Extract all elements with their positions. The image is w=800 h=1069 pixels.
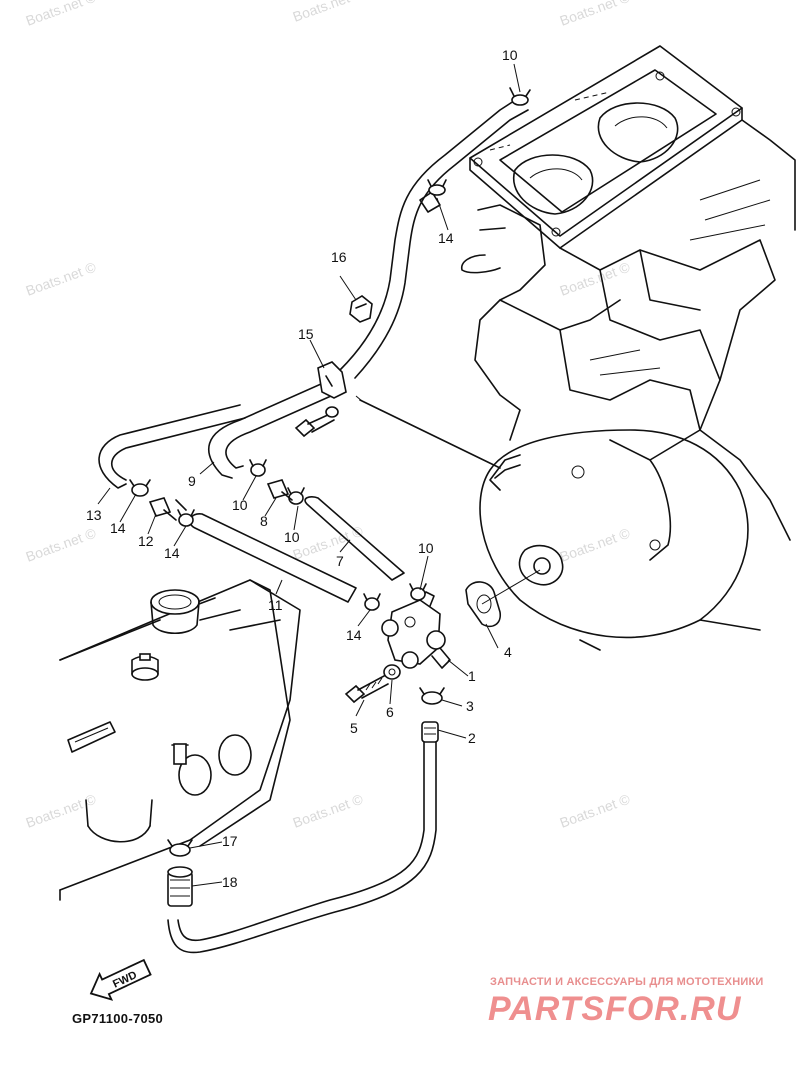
callout-7: 7	[336, 553, 344, 569]
callout-13: 13	[86, 507, 102, 523]
callout-5: 5	[350, 720, 358, 736]
callout-8: 8	[260, 513, 268, 529]
callout-10: 10	[232, 497, 248, 513]
callout-16: 16	[331, 249, 347, 265]
callout-10: 10	[284, 529, 300, 545]
watermark: Boats.net ©	[291, 790, 366, 830]
fuel-cock	[381, 591, 451, 669]
callout-1: 1	[468, 668, 476, 684]
callout-10: 10	[502, 47, 518, 63]
callout-4: 4	[504, 644, 512, 660]
callout-17: 17	[222, 833, 238, 849]
callout-2: 2	[468, 730, 476, 746]
callout-3: 3	[466, 698, 474, 714]
callout-9: 9	[188, 473, 196, 489]
gasket-4	[465, 569, 541, 628]
watermark: Boats.net ©	[558, 524, 633, 564]
engine-block	[355, 45, 796, 651]
bolt-5	[344, 675, 389, 704]
catalog-code: GP71100-7050	[72, 1011, 164, 1026]
watermark: Boats.net ©	[291, 522, 366, 562]
brand-logo: PARTSFOR.RU	[488, 990, 742, 1028]
callout-14: 14	[438, 230, 454, 246]
holder-16	[349, 295, 373, 323]
callout-14: 14	[346, 627, 362, 643]
watermark: Boats.net ©	[558, 0, 633, 29]
brand-tagline: ЗАПЧАСТИ И АКСЕССУАРЫ ДЛЯ МОТОТЕХНИКИ	[490, 976, 764, 988]
fuel-tank	[59, 579, 301, 901]
callout-labels: 1 2 3 4 5 6 7 8 9 10 10 10 10 11 12 13 1…	[86, 47, 518, 890]
callout-14: 14	[164, 545, 180, 561]
callout-14: 14	[110, 520, 126, 536]
fwd-arrow-icon: FWD	[89, 958, 152, 1001]
watermark: Boats.net ©	[24, 524, 99, 564]
watermark: Boats.net ©	[24, 0, 99, 29]
washer-6	[383, 664, 401, 680]
callout-11: 11	[268, 597, 283, 613]
hoses	[98, 96, 529, 954]
callout-18: 18	[222, 874, 238, 890]
watermark: Boats.net ©	[291, 0, 366, 25]
callout-10: 10	[418, 540, 434, 556]
watermark: Boats.net ©	[24, 258, 99, 298]
watermark: Boats.net ©	[558, 790, 633, 830]
callout-12: 12	[138, 533, 154, 549]
watermark: Boats.net ©	[558, 258, 633, 298]
callout-6: 6	[386, 704, 394, 720]
leader-lines	[97, 63, 521, 887]
callout-15: 15	[298, 326, 314, 342]
clamps	[129, 87, 531, 857]
bracket-15	[294, 361, 347, 438]
